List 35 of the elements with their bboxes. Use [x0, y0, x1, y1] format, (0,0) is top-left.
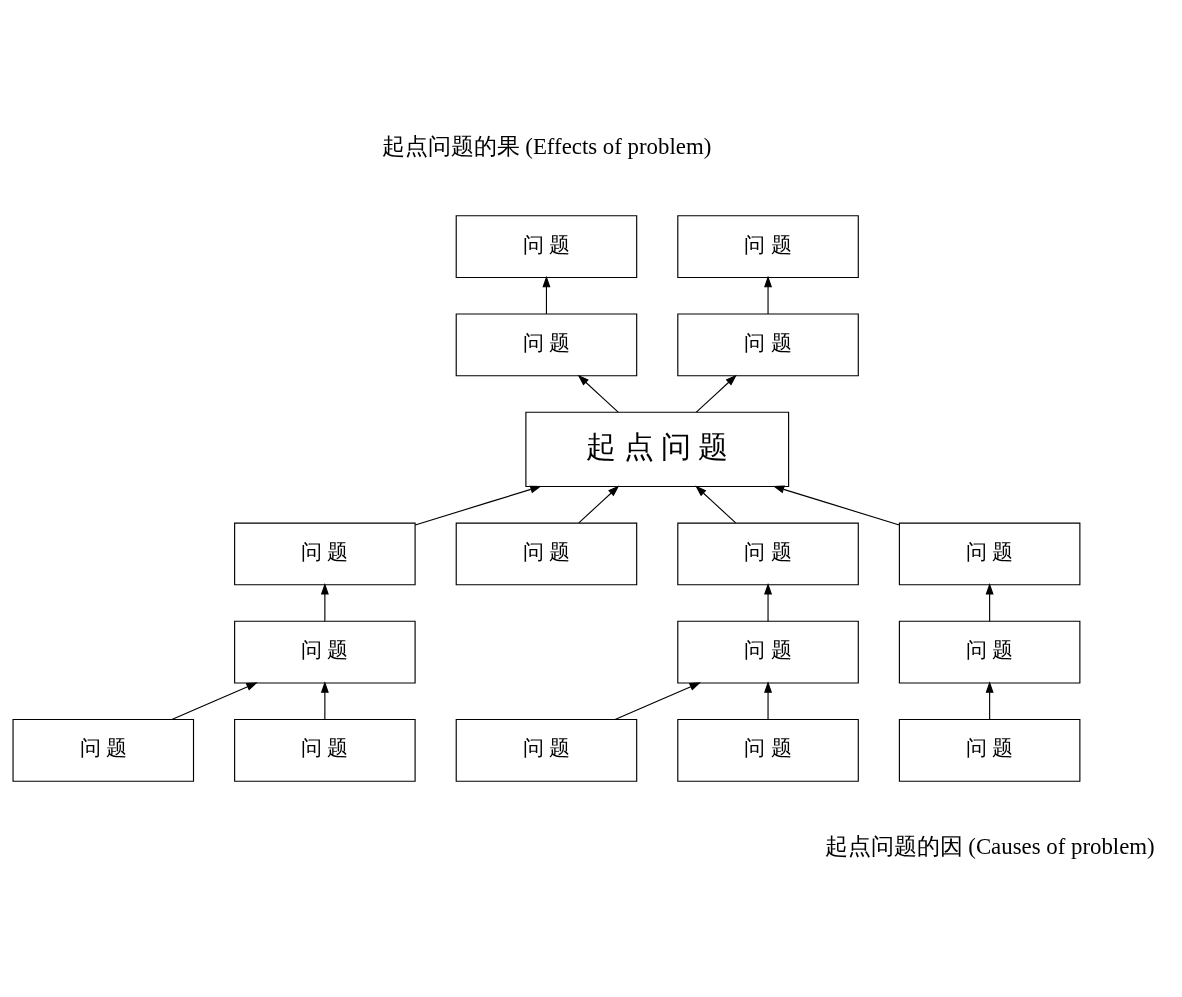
node-box: 问 题 — [234, 718, 416, 782]
arrow — [764, 275, 773, 315]
node-box: 问 题 — [677, 313, 859, 377]
node-box: 问 题 — [455, 522, 638, 586]
arrow — [171, 682, 258, 721]
node-box: 问 题 — [677, 215, 859, 279]
arrow — [764, 583, 773, 622]
node-box: 问 题 — [455, 215, 638, 279]
node-box: 问 题 — [234, 522, 416, 586]
label: 起点问题的因 (Causes of problem) — [824, 834, 1155, 860]
node-box: 问 题 — [677, 718, 859, 782]
arrow — [578, 485, 620, 524]
node-box: 问 题 — [898, 718, 1081, 782]
node-box: 问 题 — [12, 718, 195, 782]
node-box: 问 题 — [455, 718, 638, 782]
arrow — [577, 374, 619, 413]
arrow — [985, 681, 994, 720]
node-box: 问 题 — [677, 522, 859, 586]
label: 起点问题的果 (Effects of problem) — [381, 134, 712, 160]
node-box: 起 点 问 题 — [525, 411, 790, 488]
node-box: 问 题 — [455, 313, 638, 377]
arrow — [695, 374, 737, 413]
arrow — [985, 583, 994, 622]
arrow — [320, 583, 329, 622]
arrow — [614, 682, 701, 721]
arrow — [414, 485, 542, 526]
arrow — [772, 485, 900, 526]
node-box: 问 题 — [677, 620, 859, 684]
arrow — [320, 681, 329, 720]
node-box: 问 题 — [234, 620, 416, 684]
node-box: 问 题 — [898, 522, 1081, 586]
node-box: 问 题 — [898, 620, 1081, 684]
arrow — [542, 275, 551, 315]
arrow — [695, 485, 737, 524]
arrow — [764, 681, 773, 720]
